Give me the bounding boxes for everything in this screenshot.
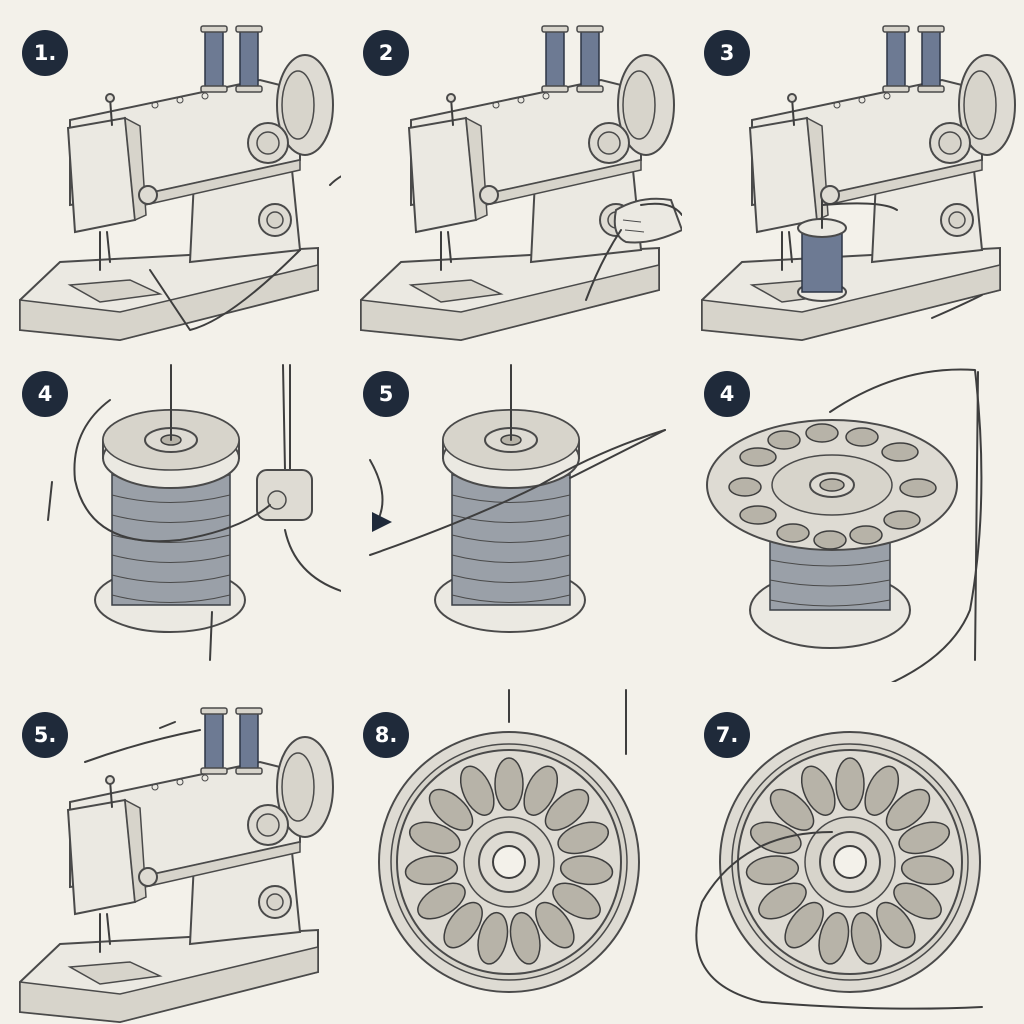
thread-spool-icon (369, 364, 666, 633)
step-panel-9: 7. (682, 682, 1023, 1023)
step-panel-2: 2 (341, 0, 682, 341)
step-badge-5: 5 (363, 371, 409, 417)
step-panel-7: 5. (0, 682, 341, 1023)
step-panel-5: 5 (341, 341, 682, 682)
bobbin-wheel-icon (378, 689, 640, 993)
sewing-machine-icon (360, 25, 682, 341)
bobbin-icon (706, 368, 983, 682)
sewing-machine-icon (19, 707, 334, 1023)
step-badge-4: 4 (22, 371, 68, 417)
step-badge-2: 2 (363, 30, 409, 76)
step-badge-1: 1. (22, 30, 68, 76)
step-panel-4: 4 (0, 341, 341, 682)
step-badge-6: 4 (704, 371, 750, 417)
sewing-machine-icon (19, 25, 341, 341)
step-badge-9: 7. (704, 712, 750, 758)
step-badge-3: 3 (704, 30, 750, 76)
step-badge-7: 5. (22, 712, 68, 758)
step-badge-8: 8. (363, 712, 409, 758)
step-panel-3: 3 (682, 0, 1023, 341)
step-panel-8: 8. (341, 682, 682, 1023)
sewing-machine-icon (701, 25, 1016, 341)
bobbin-wheel-icon (695, 731, 983, 1010)
thread-spool-icon (47, 364, 341, 661)
step-panel-1: 1. (0, 0, 341, 341)
step-panel-6: 4 (682, 341, 1023, 682)
